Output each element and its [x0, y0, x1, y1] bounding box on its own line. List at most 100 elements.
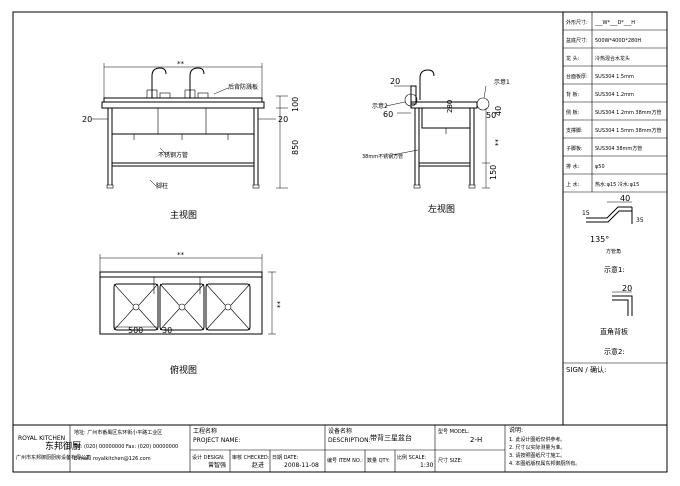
side-dim-right: ** [494, 139, 502, 147]
side-dim-20: 20 [390, 77, 400, 86]
side-faucet [419, 69, 435, 100]
detail2-note: 直角背板 [600, 327, 628, 336]
top-dim-30: 30 [162, 326, 172, 335]
design-label: 设计 DESIGN: [192, 454, 225, 461]
top-dim-right: ** [276, 301, 284, 309]
design-value: 曾智强 [208, 461, 226, 469]
main-faucet-left [151, 67, 167, 98]
model-label: 型号 MODEL: [438, 428, 470, 435]
main-note-backsplash: 后背防溅板 [228, 83, 258, 91]
side-countertop [410, 101, 478, 109]
spec-label: 背 板: [566, 91, 580, 98]
top-outline [99, 271, 263, 335]
top-view-title: 俯视图 [170, 364, 197, 376]
main-note-leg: 脚柱 [156, 182, 168, 190]
top-dim-500: 500 [128, 326, 143, 335]
spec-value: φ50 [595, 164, 605, 170]
detail1-dim-35: 35 [636, 217, 644, 224]
scale-label: 比例 SCALE: [397, 454, 427, 461]
side-detail-circle-1 [476, 97, 490, 111]
size-label: 尺寸 SIZE: [438, 457, 463, 464]
main-dim-left: 20 [82, 115, 92, 124]
spec-value: SUS304 1.5mm [595, 74, 634, 80]
side-view: 20 60 示意2 280 40 50 示意1 150 ** 38mm不锈钢方管… [362, 69, 510, 215]
spec-label: 上 水: [566, 181, 580, 188]
spec-table: 外形尺寸: ___W*___D*___H 盆底尺寸: 500W*400D*280H 龙 … [562, 11, 668, 426]
desc-label: 设备名称 [328, 427, 352, 435]
main-dim-total: 850 [291, 140, 300, 155]
detail2-title: 示意2: [604, 347, 625, 356]
spec-value: 500W*400D*280H [595, 38, 641, 44]
main-faucet-right [189, 67, 205, 98]
main-countertop [101, 101, 265, 109]
check-label: 审核 CHECKED: [232, 454, 270, 461]
desc-value: 带背三星盆台 [370, 433, 412, 442]
spec-value: SUS304 1.5mm 38mm方管 [595, 127, 662, 134]
detail1-note: 方管角 [606, 248, 621, 255]
sheet-border [12, 11, 668, 473]
sign-label: SIGN / 确认: [566, 365, 606, 374]
company-name: 广州市东邦御厨厨房设备有限公司 [16, 454, 91, 461]
spec-label: 排 水: [566, 163, 580, 170]
logo-cn: 东邦御厨 [45, 440, 81, 452]
main-backsplash [103, 97, 263, 103]
top-sink-3 [205, 283, 251, 331]
spec-label: 外形尺寸: [566, 19, 588, 26]
note-item: 1. 此设计图纸仅供参考。 [509, 436, 565, 443]
side-backsplash [410, 85, 417, 105]
spec-label: 龙 头: [566, 55, 580, 62]
top-backsplash [99, 271, 263, 278]
notes-title: 说明: [509, 426, 523, 434]
side-dim-60: 60 [383, 110, 393, 119]
date-value: 2008-11-08 [284, 462, 319, 469]
project-label-en: PROJECT NAME: [193, 437, 240, 444]
side-dim-40: 40 [494, 106, 503, 116]
main-sink-body [111, 107, 255, 135]
qty-label: 数量 QTY: [367, 457, 390, 464]
check-value: 赵进 [252, 461, 264, 469]
main-dim-height: 100 [291, 97, 300, 112]
spec-label: 台面板厚: [566, 73, 588, 80]
company-email: E-mail: royalkitchen@126.com [74, 456, 151, 462]
main-note-pipe: 不锈钢方管 [158, 151, 188, 159]
spec-label: 子脚板: [566, 145, 583, 152]
side-detail-circle-2 [404, 93, 418, 107]
item-label: 编号 ITEM NO.: [327, 457, 363, 464]
side-dim-280: 280 [446, 100, 454, 113]
spec-value: ___W*___D*___H [594, 20, 635, 26]
detail2-dim-20: 20 [622, 284, 632, 293]
project-label: 工程名称 [193, 427, 217, 435]
main-dim-right: 20 [278, 115, 288, 124]
detail-1: 40 35 15 135° 方管角 示意1: [582, 194, 644, 274]
side-view-title: 左视图 [428, 203, 455, 215]
detail1-title: 示意1: [604, 265, 625, 274]
spec-value: SUS304 38mm方管 [595, 145, 642, 152]
spec-value: 热水:φ15 冷水:φ15 [595, 181, 639, 188]
title-block: ROYAL KITCHEN 东邦御厨 广州市东邦御厨厨房设备有限公司 地址: 广… [12, 424, 668, 473]
side-dim-50: 50 [486, 111, 496, 120]
company-address: 地址: 广州市番禺区东环街小平路工业区 [74, 429, 162, 436]
detail1-angle: 135° [590, 235, 609, 244]
note-item: 4. 本图纸版权属东邦御厨所有。 [509, 460, 580, 467]
desc-label-en: DESCRIPTION: [328, 437, 371, 444]
detail1-dim-15: 15 [582, 210, 590, 217]
side-dim-150: 150 [489, 165, 498, 180]
spec-value: SUS304 1.2mm [595, 92, 634, 98]
spec-label: 盆底尺寸: [566, 37, 588, 44]
logo-en: ROYAL KITCHEN [18, 435, 65, 442]
spec-label: 支撑脚: [566, 127, 583, 134]
spec-label: 侧 板: [566, 109, 580, 116]
side-note-pipe: 38mm不锈钢方管 [362, 153, 403, 160]
date-label: 日期 DATE: [272, 455, 299, 461]
detail-2: 20 直角背板 示意2: [600, 284, 633, 356]
spec-value: 冷热混合水龙头 [595, 55, 630, 62]
company-tel: Tel: (020) 00000000 Fax: (020) 00000000 [73, 444, 178, 450]
top-dim-top: ** [177, 251, 185, 259]
note-item: 3. 请按照图纸尺寸施工。 [509, 452, 565, 459]
spec-value: SUS304 1.2mm 38mm方管 [595, 109, 662, 116]
side-note-detail2: 示意2 [372, 102, 388, 110]
main-view: ** 100 850 [82, 60, 300, 221]
top-sink-1 [113, 283, 159, 331]
